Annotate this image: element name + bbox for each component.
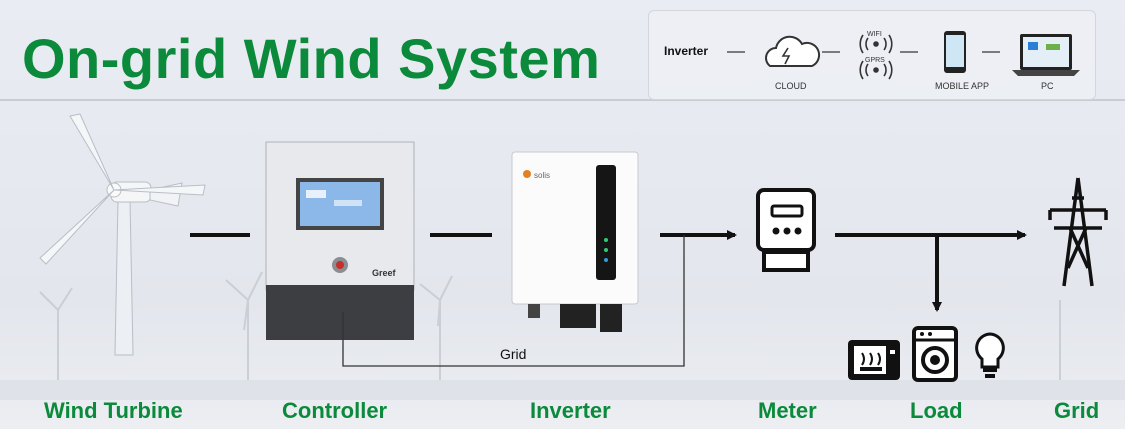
grid-tower-icon (1048, 177, 1108, 287)
wifi-icon (859, 34, 893, 80)
label-load: Load (910, 398, 963, 423)
label-wind-turbine: Wind Turbine (44, 398, 183, 423)
monitor-wifi-label: WIFI (867, 31, 882, 38)
light-bulb-icon (975, 332, 1005, 378)
label-controller: Controller (282, 398, 388, 423)
connection-lines (190, 230, 1027, 312)
page-title: On-grid Wind System (22, 27, 601, 90)
mobile-phone-icon (944, 31, 966, 73)
label-inverter: Inverter (530, 398, 611, 423)
monitor-pc-label: PC (1041, 81, 1054, 91)
grid-return-line (342, 235, 685, 367)
monitor-cloud-label: CLOUD (775, 81, 807, 91)
inverter-brand-text: solis (534, 171, 550, 180)
controller-brand-text: Greef (372, 268, 397, 278)
controller-image: Greef (265, 141, 415, 340)
label-meter: Meter (758, 398, 817, 423)
meter-icon (756, 188, 816, 272)
grid-return-label: Grid (500, 346, 527, 362)
monitor-inverter-label: Inverter (664, 44, 709, 58)
washing-machine-icon (912, 326, 958, 382)
wind-turbine-image (39, 113, 206, 356)
monitor-mobile-app-label: MOBILE APP (935, 81, 990, 91)
inverter-image: solis (511, 151, 639, 332)
label-grid: Grid (1054, 398, 1100, 423)
cloud-icon (765, 35, 821, 67)
pc-laptop-icon (1012, 34, 1080, 76)
microwave-icon (848, 340, 900, 380)
header-divider (0, 99, 1125, 101)
monitor-gprs-label: GPRS (865, 57, 885, 64)
ground-strip (0, 380, 1125, 400)
